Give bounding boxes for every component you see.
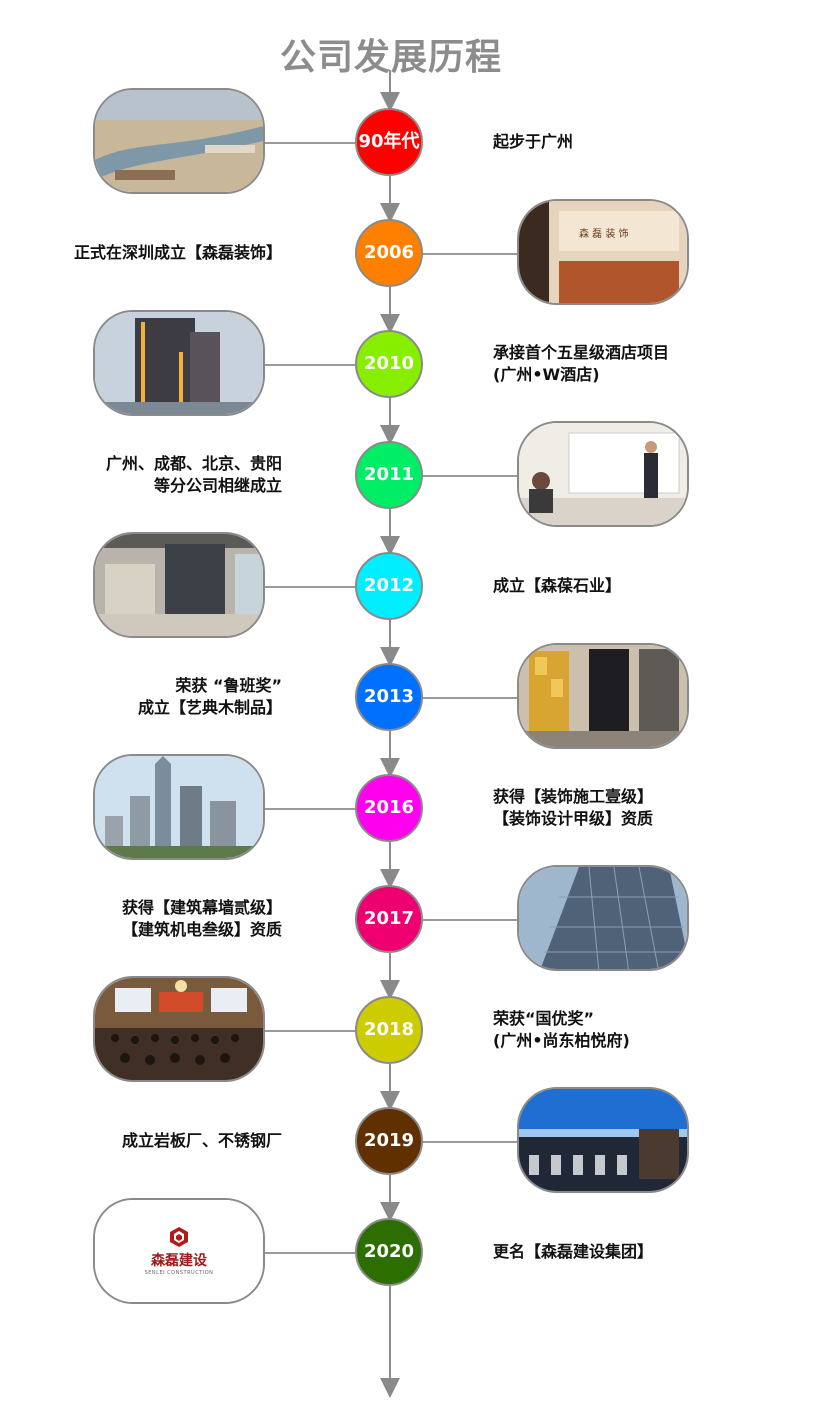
- year-badge: 2016: [355, 774, 423, 842]
- meeting-presentation-photo: [517, 421, 689, 527]
- year-badge: 2017: [355, 885, 423, 953]
- year-badge: 2013: [355, 663, 423, 731]
- hotel-building-photo: [93, 310, 265, 416]
- photo-connector: [421, 253, 519, 255]
- milestone-row: 2011 广州、成都、北京、贵阳 等分公司相继成立: [0, 421, 832, 531]
- photo-connector: [263, 142, 357, 144]
- milestone-text: 更名【森磊建设集团】: [493, 1242, 654, 1261]
- milestone-text: 获得【建筑幕墙贰级】 【建筑机电叁级】资质: [121, 898, 282, 939]
- milestone-text: 广州、成都、北京、贵阳 等分公司相继成立: [105, 454, 282, 495]
- year-badge: 2010: [355, 330, 423, 398]
- logo-name: 森磊建设: [151, 1253, 207, 1269]
- photo-connector: [263, 364, 357, 366]
- photo-connector: [421, 697, 519, 699]
- stone-building-entrance-photo: [93, 532, 265, 638]
- photo-connector: [263, 808, 357, 810]
- conference-hall-photo: [93, 976, 265, 1082]
- photo-connector: [421, 475, 519, 477]
- skyline-photo: [93, 754, 265, 860]
- milestone-text: 荣获“国优奖” (广州•尚东柏悦府): [493, 1009, 630, 1050]
- logo-emblem-icon: [170, 1227, 188, 1247]
- lobby-interior-photo: [517, 643, 689, 749]
- svg-text:森 磊 装 饰: 森 磊 装 饰: [579, 227, 629, 240]
- milestone-text: 起步于广州: [493, 132, 574, 151]
- milestone-text: 承接首个五星级酒店项目 (广州•W酒店): [493, 343, 670, 384]
- photo-connector: [421, 1141, 519, 1143]
- milestone-row: 森 磊 装 饰 2006 正式在深圳成立【森磊装饰】: [0, 199, 832, 309]
- milestone-row: 90年代 起步于广州: [0, 88, 832, 198]
- year-badge: 2019: [355, 1107, 423, 1175]
- milestone-row: 2013 荣获 “鲁班奖” 成立【艺典木制品】: [0, 643, 832, 753]
- factory-photo: [517, 1087, 689, 1193]
- year-badge: 90年代: [355, 108, 423, 176]
- milestone-text: 正式在深圳成立【森磊装饰】: [73, 243, 282, 262]
- city-river-aerial-photo: [93, 88, 265, 194]
- year-badge: 2011: [355, 441, 423, 509]
- photo-connector: [421, 919, 519, 921]
- milestone-row: 2010 承接首个五星级酒店项目 (广州•W酒店): [0, 310, 832, 420]
- year-badge: 2012: [355, 552, 423, 620]
- milestone-row: 森磊建设 SENLEI CONSTRUCTION 2020 更名【森磊建设集团】: [0, 1198, 832, 1308]
- glass-tower-photo: [517, 865, 689, 971]
- milestone-text: 获得【装饰施工壹级】 【装饰设计甲级】资质: [493, 787, 654, 828]
- photo-connector: [263, 1252, 357, 1254]
- milestone-text: 成立【森葆石业】: [493, 576, 622, 595]
- milestone-row: 2017 获得【建筑幕墙贰级】 【建筑机电叁级】资质: [0, 865, 832, 975]
- milestone-row: 2019 成立岩板厂、不锈钢厂: [0, 1087, 832, 1197]
- office-reception-photo: 森 磊 装 饰: [517, 199, 689, 305]
- year-badge: 2006: [355, 219, 423, 287]
- milestone-row: 2016 获得【装饰施工壹级】 【装饰设计甲级】资质: [0, 754, 832, 864]
- milestone-row: 2018 荣获“国优奖” (广州•尚东柏悦府): [0, 976, 832, 1086]
- company-logo: 森磊建设 SENLEI CONSTRUCTION: [93, 1198, 265, 1304]
- year-badge: 2018: [355, 996, 423, 1064]
- milestone-text: 荣获 “鲁班奖” 成立【艺典木制品】: [137, 676, 282, 717]
- year-badge: 2020: [355, 1218, 423, 1286]
- photo-connector: [263, 1030, 357, 1032]
- photo-connector: [263, 586, 357, 588]
- milestone-text: 成立岩板厂、不锈钢厂: [121, 1131, 282, 1150]
- milestone-row: 2012 成立【森葆石业】: [0, 532, 832, 642]
- logo-subtitle: SENLEI CONSTRUCTION: [144, 1270, 214, 1276]
